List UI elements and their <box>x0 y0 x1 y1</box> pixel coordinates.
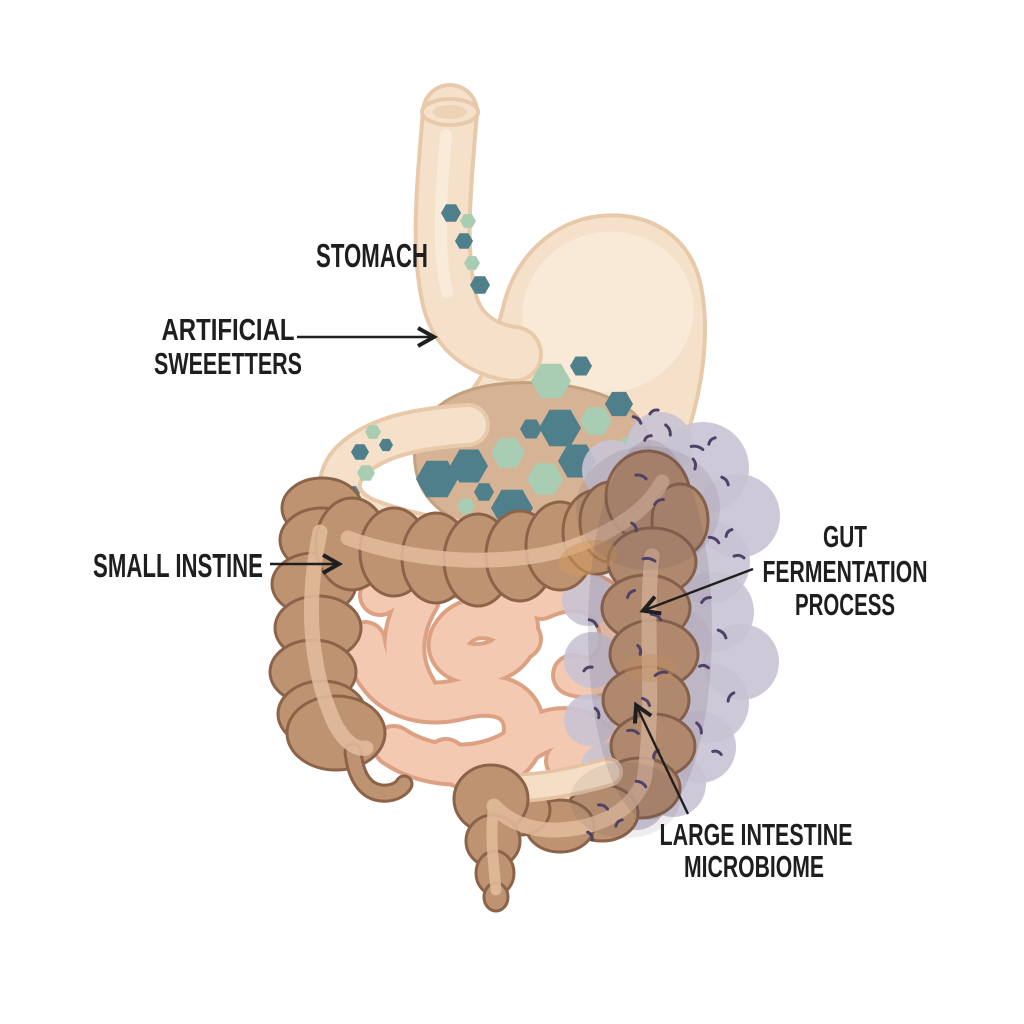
label-artificial-line1: ARTIFICIAL <box>162 312 295 347</box>
annotation-layer: STOMACH ARTIFICIAL SWEEETTERS SMALL INST… <box>93 237 928 884</box>
arrow-gut-fermentation <box>645 567 754 610</box>
arrow-large-intestine-microbiome <box>637 707 690 815</box>
label-gut-line3: PROCESS <box>795 587 895 622</box>
stomach-highlight <box>522 231 694 393</box>
label-stomach: STOMACH <box>316 237 428 274</box>
colon-highlight-bands <box>303 474 670 896</box>
orange-segment <box>624 654 676 682</box>
label-gut-line1: GUT <box>823 519 867 554</box>
orange-segment <box>558 539 618 577</box>
label-small-intestine: SMALL INSTINE <box>93 547 263 584</box>
fermentation-shading <box>570 440 720 838</box>
esophagus <box>413 83 543 383</box>
large-intestine <box>268 440 720 913</box>
label-large-intestine-line1: LARGE INTESTINE <box>660 817 853 852</box>
label-gut-line2: FERMENTATION <box>763 554 928 589</box>
label-large-intestine-line2: MICROBIOME <box>684 849 824 884</box>
label-artificial-line2: SWEEETTERS <box>154 346 302 381</box>
appendix <box>343 742 414 803</box>
